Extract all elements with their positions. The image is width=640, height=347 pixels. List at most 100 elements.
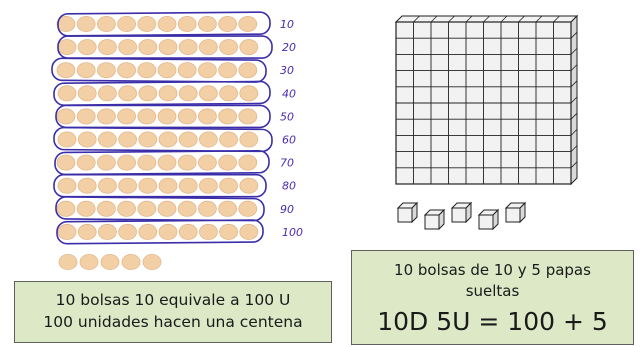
potato	[178, 39, 198, 56]
potato	[239, 131, 259, 148]
unit-cube-front	[451, 207, 467, 223]
bag-outline	[57, 11, 271, 37]
block-grid-line	[448, 15, 455, 23]
block-grid-line	[570, 80, 578, 88]
potato	[198, 39, 218, 56]
unit-cube-front	[505, 207, 521, 223]
potato	[239, 39, 259, 56]
block-grid-line	[483, 15, 490, 23]
potato	[219, 39, 239, 56]
unit-cube-front	[424, 214, 440, 230]
count-label: 100	[282, 226, 303, 239]
potato	[98, 39, 117, 56]
block-grid-line	[413, 15, 420, 23]
unit-cube	[450, 201, 473, 224]
potato	[97, 154, 116, 171]
count-label: 50	[280, 110, 294, 123]
potato	[157, 62, 177, 79]
loose-potatoes	[58, 253, 162, 270]
potato	[218, 200, 238, 217]
unit-cubes	[396, 201, 527, 231]
potato-bag	[56, 11, 271, 37]
count-label: 10	[280, 18, 294, 31]
block-grid-line	[570, 129, 578, 136]
block-grid-line	[570, 31, 578, 39]
potato	[118, 39, 137, 56]
potato	[77, 85, 97, 102]
potato	[198, 131, 218, 148]
potato	[138, 131, 158, 148]
potato	[177, 108, 197, 125]
potato	[118, 223, 137, 240]
potato	[98, 177, 117, 194]
potato	[117, 200, 136, 217]
potato	[118, 85, 137, 102]
potato	[57, 131, 77, 148]
potato	[77, 223, 97, 240]
potato	[137, 62, 157, 79]
potato	[197, 108, 217, 125]
unit-cube	[477, 208, 500, 231]
left-caption-line2: 100 unidades hacen una centena	[43, 313, 303, 331]
unit-cube	[423, 208, 446, 231]
potato-bag	[53, 173, 267, 198]
potato	[117, 108, 136, 125]
block-grid-line	[570, 145, 578, 152]
potato	[117, 62, 136, 79]
right-caption-line2: sueltas	[465, 282, 520, 300]
potato	[138, 223, 158, 240]
potato	[97, 15, 116, 32]
potato	[76, 108, 96, 125]
potato	[97, 62, 116, 79]
potato	[118, 131, 137, 148]
potato-bag	[55, 104, 271, 129]
potato	[77, 177, 97, 194]
left-caption-line1: 10 bolsas 10 equivale a 100 U	[55, 291, 291, 309]
bag-outline	[51, 57, 267, 83]
potato-bag	[56, 219, 264, 245]
potato	[138, 177, 158, 194]
potato	[177, 15, 197, 32]
potato	[158, 223, 178, 240]
potato-bag	[51, 57, 267, 83]
potato	[77, 39, 97, 56]
loose-potato	[121, 253, 141, 270]
potato	[56, 15, 76, 32]
potato	[218, 108, 238, 125]
left-caption: 10 bolsas 10 equivale a 100 U 100 unidad…	[14, 281, 332, 343]
potato	[219, 85, 239, 102]
block-grid-line	[570, 64, 578, 71]
count-label: 60	[282, 134, 296, 147]
potato	[117, 154, 136, 171]
potato	[197, 154, 217, 171]
potato	[138, 85, 158, 102]
bag-outline	[53, 126, 273, 153]
potato	[219, 131, 239, 148]
potato	[177, 200, 197, 217]
right-caption: 10 bolsas de 10 y 5 papas sueltas 10D 5U…	[351, 250, 634, 345]
loose-potato	[79, 253, 99, 270]
potato-bag	[57, 35, 273, 59]
potato	[57, 177, 77, 194]
potato	[76, 154, 96, 171]
potato	[56, 62, 76, 79]
potato	[56, 200, 76, 217]
potato	[239, 223, 259, 240]
potato	[239, 85, 259, 102]
bag-outline	[54, 149, 270, 176]
bag-outline	[53, 173, 267, 198]
count-label: 40	[282, 87, 296, 100]
count-label: 80	[282, 180, 296, 193]
potato	[57, 39, 77, 56]
potato	[98, 223, 117, 240]
potato	[157, 154, 177, 171]
potato	[177, 62, 197, 79]
unit-cube	[396, 201, 419, 224]
potato	[218, 62, 238, 79]
potato	[158, 39, 178, 56]
block-grid-line	[465, 15, 473, 23]
block-grid-line	[553, 15, 560, 23]
count-label: 20	[282, 41, 296, 54]
potato	[238, 108, 258, 125]
bag-outline	[53, 80, 271, 106]
